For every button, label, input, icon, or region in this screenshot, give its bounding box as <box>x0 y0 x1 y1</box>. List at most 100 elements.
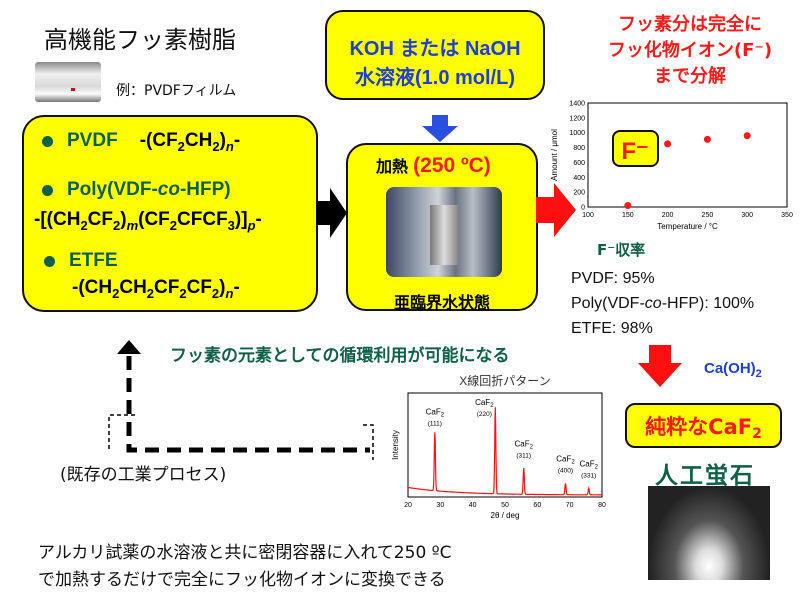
peak-label: CaF2 <box>426 408 445 419</box>
arrow-down-red-icon <box>638 345 682 387</box>
decomposition-text: フッ素分は完全にフッ化物イオン(F⁻)まで分解 <box>607 14 773 87</box>
peak-hkl: (220) <box>477 411 492 418</box>
subcritical-water-label: 亜臨界水状態 <box>393 293 490 312</box>
x-tick-label: 150 <box>622 212 634 219</box>
formula-part: CF <box>154 277 180 298</box>
yield-etfe: ETFE: 98% <box>571 320 653 337</box>
x-tick-label: 250 <box>702 212 714 219</box>
formula-part: m <box>126 217 139 233</box>
y-tick-label: 200 <box>573 190 585 197</box>
formula-part: 2 <box>177 138 185 154</box>
formula-part: 2 <box>146 285 155 301</box>
recycle-dashed-arrow-icon <box>108 340 374 460</box>
reagent-line2: 水溶液(1.0 mol/L) <box>354 67 515 89</box>
plot-frame <box>587 102 788 208</box>
formula-part: 2 <box>169 217 178 233</box>
peak-hkl: (311) <box>516 453 531 460</box>
formula-part: CF <box>186 277 212 298</box>
peak-label: CaF2 <box>515 440 534 451</box>
formula-part: n <box>225 285 234 301</box>
formula-part: - <box>233 130 241 151</box>
formula-part: CFCF <box>177 209 228 230</box>
data-point <box>743 132 751 140</box>
x-tick-label: 80 <box>598 502 606 509</box>
pvdf-film-photo <box>35 62 101 102</box>
formula-part: 2 <box>179 285 187 301</box>
formula-part: 3 <box>227 217 235 233</box>
x-tick-label: 70 <box>566 502 574 509</box>
data-point <box>624 202 632 210</box>
formula: -[(CH2CF2)m(CF2CFCF3)]p- <box>34 209 262 233</box>
y-tick-label: 400 <box>573 175 585 182</box>
formula-part: 2 <box>211 285 220 301</box>
y-tick-label: 600 <box>573 160 585 167</box>
reagent-box: KOH または NaOH 水溶液(1.0 mol/L) <box>325 10 545 100</box>
fluoride-annotation-box <box>612 130 659 167</box>
yield-pvdf-hfp: Poly(VDF-co-HFP): 100% <box>571 295 755 312</box>
recycle-text: フッ素の元素としての循環利用が可能になる <box>170 346 510 366</box>
x-tick-label: 30 <box>436 502 444 509</box>
formula-part: p <box>247 217 256 233</box>
formula-part: -(CF <box>139 130 178 151</box>
fluoride-annotation: F⁻ <box>621 138 648 165</box>
peak-hkl: (111) <box>428 421 442 428</box>
x-tick-label: 200 <box>662 212 674 219</box>
data-point <box>703 135 711 143</box>
y-axis-label: Intensity <box>391 430 400 460</box>
yield-title: F⁻収率 <box>597 241 646 259</box>
xrd-pattern-line <box>408 407 602 496</box>
formula-part: 2 <box>212 138 220 154</box>
formula-part: 2 <box>113 217 121 233</box>
formula: -(CH2CH2CF2CF2)n- <box>72 277 240 301</box>
peak-label: CaF2 <box>580 459 599 470</box>
y-axis-label: Amount / μmol <box>550 129 559 181</box>
reagent-line1: KOH または NaOH <box>349 38 521 60</box>
x-axis-label: 2θ / deg <box>491 511 520 520</box>
formula-part: ) <box>219 277 226 298</box>
formula-part: - <box>233 277 240 298</box>
polymer-pvdf: PVDF-(CF2CH2)n- <box>42 130 240 154</box>
reactor-photo <box>386 187 502 277</box>
peak-hkl: (331) <box>581 472 596 479</box>
arrow-down-icon <box>422 115 458 142</box>
bullet-icon <box>44 256 55 267</box>
y-tick-label: 1400 <box>569 101 585 108</box>
polymer-box: PVDF-(CF2CH2)n- Poly(VDF-co-HFP) -[(CH2C… <box>22 115 318 312</box>
yield-pvdf: PVDF: 95% <box>571 270 655 287</box>
caoh2-label: Ca(OH)2 <box>704 360 762 380</box>
x-tick-label: 350 <box>781 212 793 219</box>
fluorite-photo <box>648 486 770 580</box>
plot-frame <box>407 392 603 498</box>
x-axis-label: Temperature / °C <box>657 222 718 231</box>
x-tick-label: 100 <box>582 212 594 219</box>
bullet-icon <box>42 185 53 196</box>
xrd-title: X線回折パターン <box>459 373 550 388</box>
polymer-etfe: ETFE <box>44 250 118 272</box>
formula-part: (CF <box>138 209 170 230</box>
pure-caf2-box: 純粋なCaF2 <box>625 403 782 448</box>
formula-part: CH <box>119 277 147 298</box>
reactor-box: 加熱 (250 ºC) 亜臨界水状態 <box>346 143 538 312</box>
yield-list: PVDF: 95% Poly(VDF-co-HFP): 100% ETFE: 9… <box>571 266 754 341</box>
x-tick-label: 20 <box>404 502 412 509</box>
polymer-name: ETFE <box>69 250 118 271</box>
x-tick-label: 60 <box>533 502 541 509</box>
polymer-name: Poly(VDF-co-HFP) <box>67 179 231 200</box>
formula-part: 2 <box>80 217 88 233</box>
y-tick-label: 1200 <box>569 115 585 122</box>
heating-label: 加熱 (250 ºC) <box>376 154 491 177</box>
formula: -(CF2CH2)n- <box>139 130 241 154</box>
x-tick-label: 40 <box>469 502 477 509</box>
y-tick-label: 0 <box>581 205 585 212</box>
formula-part: CF <box>87 209 113 230</box>
peak-hkl: (400) <box>558 468 573 475</box>
formula-part: 2 <box>112 285 120 301</box>
peak-label: CaF2 <box>475 398 494 409</box>
arrow-right-icon <box>316 188 347 238</box>
polymer-pvdf-hfp: Poly(VDF-co-HFP) <box>42 179 231 201</box>
formula-part: )] <box>234 209 248 230</box>
artificial-fluorite-label: 人工蛍石 <box>655 463 755 489</box>
data-point <box>664 140 672 148</box>
peak-label: CaF2 <box>556 455 575 466</box>
